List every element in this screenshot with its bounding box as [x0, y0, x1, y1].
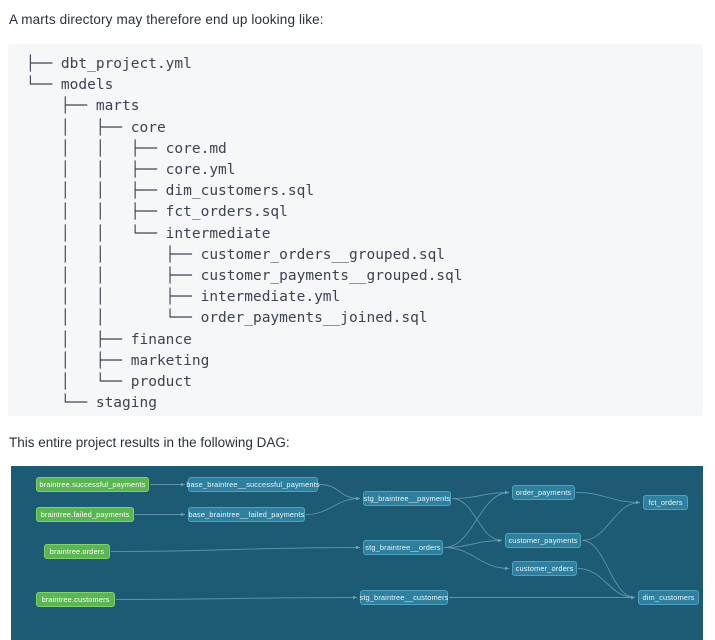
- dag-node-dim_customers[interactable]: dim_customers: [638, 590, 699, 605]
- code-line: │ └── product: [26, 374, 192, 391]
- dag-edge: [577, 568, 636, 600]
- dag-node-stg_braintree_customers[interactable]: stg_braintree__customers: [360, 590, 448, 605]
- code-line: │ │ ├── intermediate.yml: [26, 289, 341, 306]
- dag-node-base_braintree_successful_payments[interactable]: base_braintree__successful_payments: [186, 477, 320, 492]
- dag-edge: [581, 500, 641, 541]
- dag-edge: [443, 547, 510, 571]
- code-line: ├── dbt_project.yml: [26, 56, 192, 72]
- dag-edge: [575, 492, 641, 505]
- dag-node-customer_orders[interactable]: customer_orders: [512, 561, 577, 576]
- dag-edge: [451, 490, 510, 499]
- dag-caption: This entire project results in the follo…: [9, 435, 290, 450]
- dag-node-fct_orders[interactable]: fct_orders: [643, 495, 688, 510]
- code-line: │ │ ├── dim_customers.sql: [26, 183, 315, 200]
- dag-node-braintree_successful_payments[interactable]: braintree.successful_payments: [36, 477, 149, 492]
- code-line: │ │ ├── core.yml: [26, 162, 236, 179]
- directory-tree-code-block: ├── dbt_project.yml└── models ├── marts …: [8, 44, 703, 416]
- dag-edge: [581, 540, 636, 600]
- code-line: │ │ ├── core.md: [26, 140, 227, 157]
- dag-edge: [443, 538, 503, 548]
- dag-node-stg_braintree_payments[interactable]: stg_braintree__payments: [363, 491, 451, 506]
- code-line: │ │ ├── fct_orders.sql: [26, 204, 288, 221]
- dag-edge: [318, 484, 361, 501]
- intro-paragraph: A marts directory may therefore end up l…: [9, 12, 324, 27]
- code-line: │ │ └── intermediate: [26, 225, 271, 242]
- code-line: │ │ ├── customer_payments__grouped.sql: [26, 268, 463, 285]
- dag-edge: [110, 545, 361, 552]
- dag-node-order_payments[interactable]: order_payments: [512, 485, 575, 500]
- code-line: │ │ └── order_payments__joined.sql: [26, 310, 428, 327]
- dag-edge: [115, 595, 358, 600]
- code-line: │ ├── marketing: [26, 352, 210, 369]
- code-line: └── models: [26, 77, 114, 94]
- dag-edge: [305, 496, 361, 515]
- code-line: │ │ ├── customer_orders__grouped.sql: [26, 246, 446, 263]
- dag-edge-layer: [110, 482, 641, 600]
- dag-edge: [443, 490, 510, 548]
- directory-tree-lines: ├── dbt_project.yml└── models ├── marts …: [8, 44, 703, 416]
- code-line: └── staging: [26, 395, 157, 412]
- dag-node-stg_braintree_orders[interactable]: stg_braintree__orders: [363, 540, 443, 555]
- code-line: │ ├── core: [26, 119, 166, 136]
- dag-node-customer_payments[interactable]: customer_payments: [505, 533, 581, 548]
- code-line: ├── marts: [26, 98, 140, 115]
- dag-panel[interactable]: braintree.successful_payments braintree.f…: [11, 466, 703, 640]
- dag-node-braintree_customers[interactable]: braintree.customers: [36, 592, 115, 607]
- dag-node-base_braintree_failed_payments[interactable]: base_braintree__failed_payments: [188, 507, 305, 522]
- code-line: │ ├── finance: [26, 331, 192, 348]
- dag-node-braintree_orders[interactable]: braintree.orders: [44, 544, 110, 559]
- dag-node-braintree_failed_payments[interactable]: braintree.failed_payments: [36, 507, 134, 522]
